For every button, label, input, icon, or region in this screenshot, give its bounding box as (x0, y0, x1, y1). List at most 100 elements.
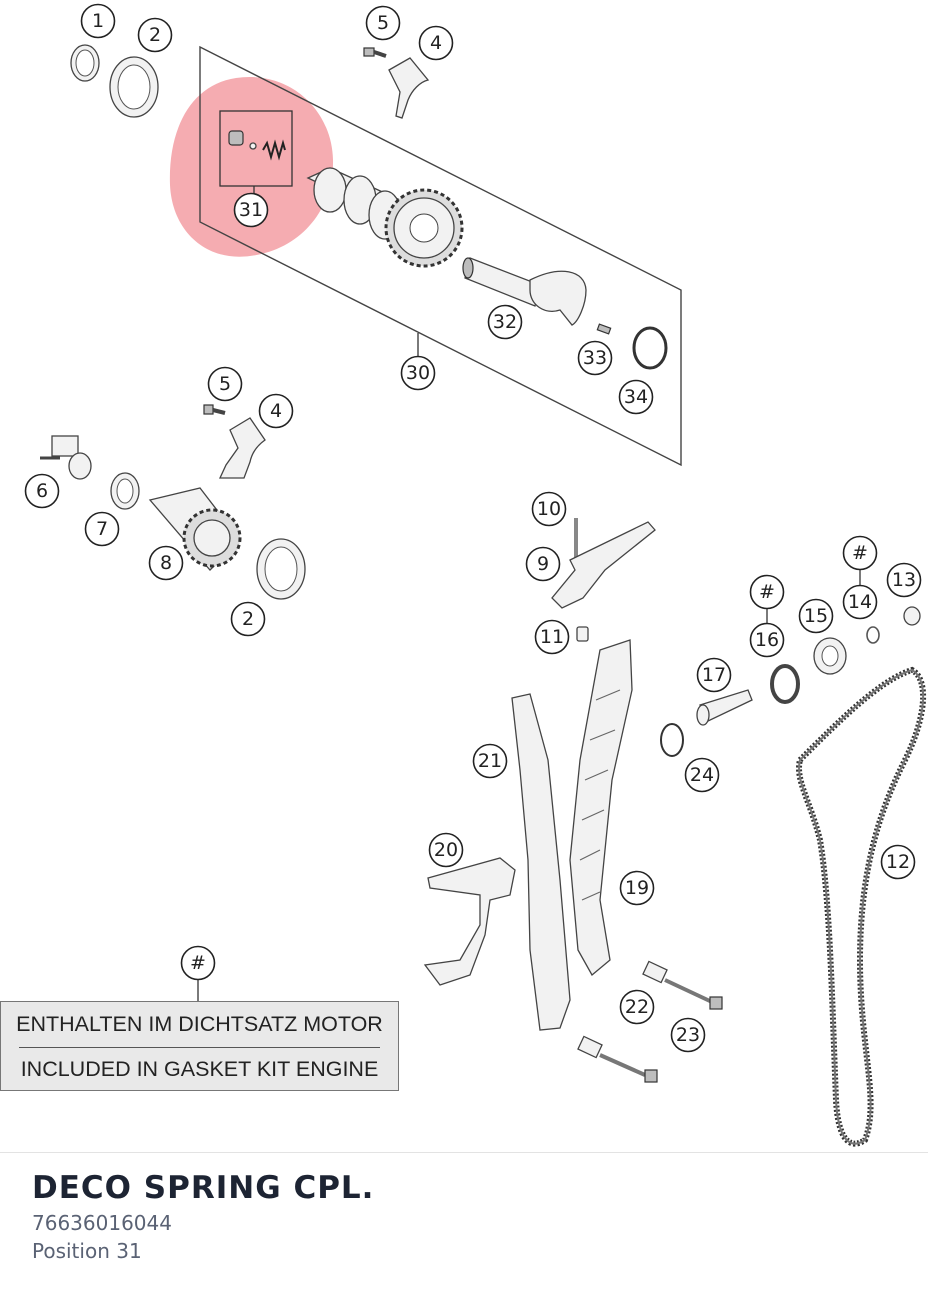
svg-text:7: 7 (96, 518, 108, 540)
callout-16[interactable]: 16 (749, 622, 785, 658)
decomp-shaft-32 (462, 257, 587, 326)
svg-text:4: 4 (430, 32, 442, 54)
callout-22[interactable]: 22 (619, 989, 655, 1025)
callout-hash-16[interactable]: # (749, 574, 785, 610)
pin-33 (596, 323, 612, 335)
bearing-7 (110, 472, 140, 510)
guide-rail-9 (551, 521, 656, 609)
callout-11[interactable]: 11 (534, 619, 570, 655)
callout-6[interactable]: 6 (24, 473, 60, 509)
callout-24[interactable]: 24 (684, 757, 720, 793)
svg-text:2: 2 (149, 24, 161, 46)
svg-text:32: 32 (493, 311, 517, 333)
callout-31[interactable]: 31 (233, 192, 269, 228)
subassembly-box-31 (219, 110, 293, 187)
svg-text:33: 33 (583, 347, 607, 369)
exploded-parts-diagram: 1 2 5 4 31 32 33 34 30 5 4 6 7 8 2 10 9 … (0, 3, 927, 1147)
svg-text:#: # (190, 952, 206, 974)
plug-15 (813, 637, 847, 675)
svg-text:34: 34 (624, 386, 648, 408)
bolt-23 (709, 996, 723, 1010)
bracket-4-mid (218, 417, 266, 479)
svg-text:17: 17 (702, 664, 726, 686)
cam-gear (384, 188, 464, 268)
part-title: DECO SPRING CPL. (32, 1170, 375, 1206)
tensioner-17 (696, 689, 753, 726)
svg-text:15: 15 (804, 605, 828, 627)
svg-text:13: 13 (892, 569, 916, 591)
svg-text:14: 14 (848, 591, 872, 613)
svg-text:#: # (852, 542, 868, 564)
balancer-shaft-8 (148, 487, 242, 571)
callout-7[interactable]: 7 (84, 511, 120, 547)
svg-text:5: 5 (377, 12, 389, 34)
callout-34[interactable]: 34 (618, 379, 654, 415)
bracket-4-top (388, 57, 430, 119)
chain-guide-19 (569, 639, 633, 977)
plug-13 (903, 606, 921, 626)
callout-19[interactable]: 19 (619, 870, 655, 906)
o-ring-14 (866, 626, 880, 644)
assembly-frame-30 (199, 45, 682, 467)
seal-16 (770, 664, 800, 704)
callout-hash-14[interactable]: # (842, 535, 878, 571)
timing-chain-12 (796, 666, 927, 1147)
bearing-2-mid (256, 538, 306, 600)
svg-text:12: 12 (886, 851, 910, 873)
part-position: Position 31 (32, 1239, 142, 1263)
callout-4-top[interactable]: 4 (418, 25, 454, 61)
bearing-1 (70, 44, 100, 82)
callout-4-mid[interactable]: 4 (258, 393, 294, 429)
callout-2-mid[interactable]: 2 (230, 601, 266, 637)
svg-text:8: 8 (160, 552, 172, 574)
guide-20 (423, 857, 516, 986)
callout-17[interactable]: 17 (696, 657, 732, 693)
callout-8[interactable]: 8 (148, 545, 184, 581)
bolt-23b (644, 1069, 658, 1083)
svg-text:19: 19 (625, 877, 649, 899)
callout-21[interactable]: 21 (472, 743, 508, 779)
legend-text-english: INCLUDED IN GASKET KIT ENGINE (20, 1057, 379, 1081)
callout-20[interactable]: 20 (428, 832, 464, 868)
o-ring-24 (660, 723, 684, 757)
callout-13[interactable]: 13 (886, 562, 922, 598)
bushing-22b (577, 1035, 603, 1059)
callout-32[interactable]: 32 (487, 304, 523, 340)
callout-23[interactable]: 23 (670, 1017, 706, 1053)
svg-text:30: 30 (406, 362, 430, 384)
tensioner-rail-21 (511, 693, 571, 1031)
svg-text:10: 10 (537, 498, 561, 520)
deco-spring-parts (228, 130, 286, 161)
svg-text:22: 22 (625, 996, 649, 1018)
callout-5-top[interactable]: 5 (365, 5, 401, 41)
callout-2-top[interactable]: 2 (137, 17, 173, 53)
gasket-kit-legend: ENTHALTEN IM DICHTSATZ MOTOR INCLUDED IN… (0, 1001, 399, 1091)
selected-part-info: DECO SPRING CPL. 76636016044 Position 31 (0, 1152, 928, 1291)
callout-15[interactable]: 15 (798, 598, 834, 634)
svg-text:6: 6 (36, 480, 48, 502)
svg-text:31: 31 (239, 199, 263, 221)
callout-33[interactable]: 33 (577, 340, 613, 376)
bearing-2-top (109, 56, 159, 118)
ring-34 (632, 326, 668, 370)
callout-14[interactable]: 14 (842, 584, 878, 620)
callout-12[interactable]: 12 (880, 844, 916, 880)
callout-30[interactable]: 30 (400, 355, 436, 391)
svg-text:9: 9 (537, 553, 549, 575)
svg-text:1: 1 (92, 10, 104, 32)
svg-text:#: # (759, 581, 775, 603)
callout-hash-legend[interactable]: # (180, 945, 216, 981)
callout-9[interactable]: 9 (525, 546, 561, 582)
callout-1[interactable]: 1 (80, 3, 116, 39)
callout-10[interactable]: 10 (531, 491, 567, 527)
svg-text:21: 21 (478, 750, 502, 772)
bushing-22 (642, 960, 668, 984)
svg-text:23: 23 (676, 1024, 700, 1046)
part-number: 76636016044 (32, 1211, 172, 1235)
pin-5-mid (203, 404, 226, 415)
plug-11 (576, 626, 589, 642)
callout-5-mid[interactable]: 5 (207, 366, 243, 402)
legend-divider (19, 1047, 380, 1048)
svg-text:4: 4 (270, 400, 282, 422)
svg-text:24: 24 (690, 764, 714, 786)
